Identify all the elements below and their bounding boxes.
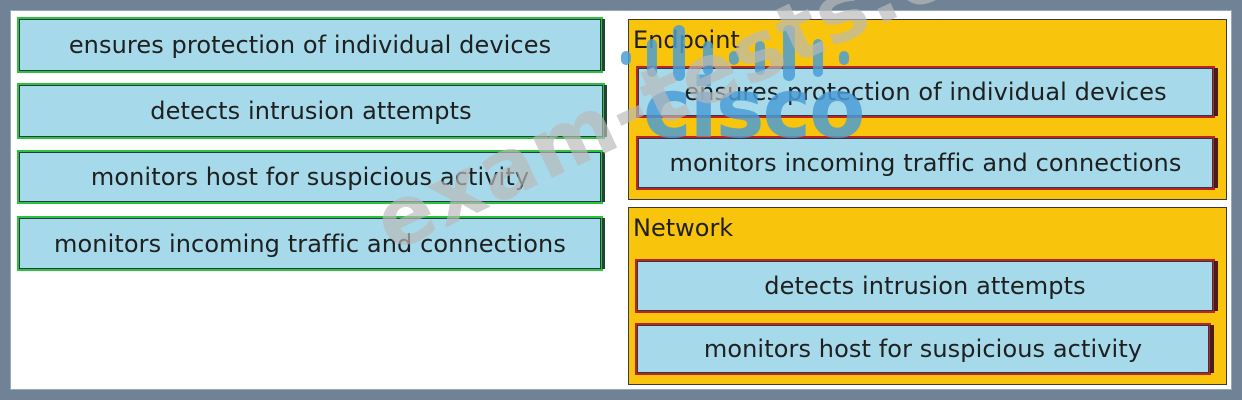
source-item-monitor-traffic[interactable]: monitors incoming traffic and connection… — [19, 218, 605, 269]
source-item-label: ensures protection of individual devices — [68, 31, 552, 59]
target-endpoint-title: Endpoint — [633, 26, 740, 54]
target-network[interactable]: Network detects intrusion attempts monit… — [628, 207, 1227, 385]
source-item-label: monitors host for suspicious activity — [90, 163, 530, 191]
source-item-label: detects intrusion attempts — [150, 97, 472, 125]
placed-item-label: monitors host for suspicious activity — [703, 335, 1143, 363]
network-item-monitor-host[interactable]: monitors host for suspicious activity — [637, 325, 1214, 373]
endpoint-item-protect-devices[interactable]: ensures protection of individual devices — [638, 68, 1218, 116]
source-item-monitor-host[interactable]: monitors host for suspicious activity — [19, 152, 605, 202]
placed-item-label: detects intrusion attempts — [764, 272, 1086, 300]
source-item-protect-devices[interactable]: ensures protection of individual devices — [19, 19, 605, 71]
target-network-title: Network — [633, 214, 734, 242]
source-item-label: monitors incoming traffic and connection… — [54, 229, 566, 258]
drag-drop-question-area: ensures protection of individual devices… — [10, 0, 1232, 390]
placed-item-label: monitors incoming traffic and connection… — [669, 149, 1182, 177]
target-endpoint[interactable]: Endpoint ensures protection of individua… — [628, 19, 1227, 200]
source-item-detect-intrusion[interactable]: detects intrusion attempts — [19, 85, 607, 137]
network-item-detect-intrusion[interactable]: detects intrusion attempts — [637, 261, 1218, 311]
endpoint-item-monitor-traffic[interactable]: monitors incoming traffic and connection… — [638, 138, 1218, 188]
placed-item-label: ensures protection of individual devices — [684, 78, 1167, 106]
